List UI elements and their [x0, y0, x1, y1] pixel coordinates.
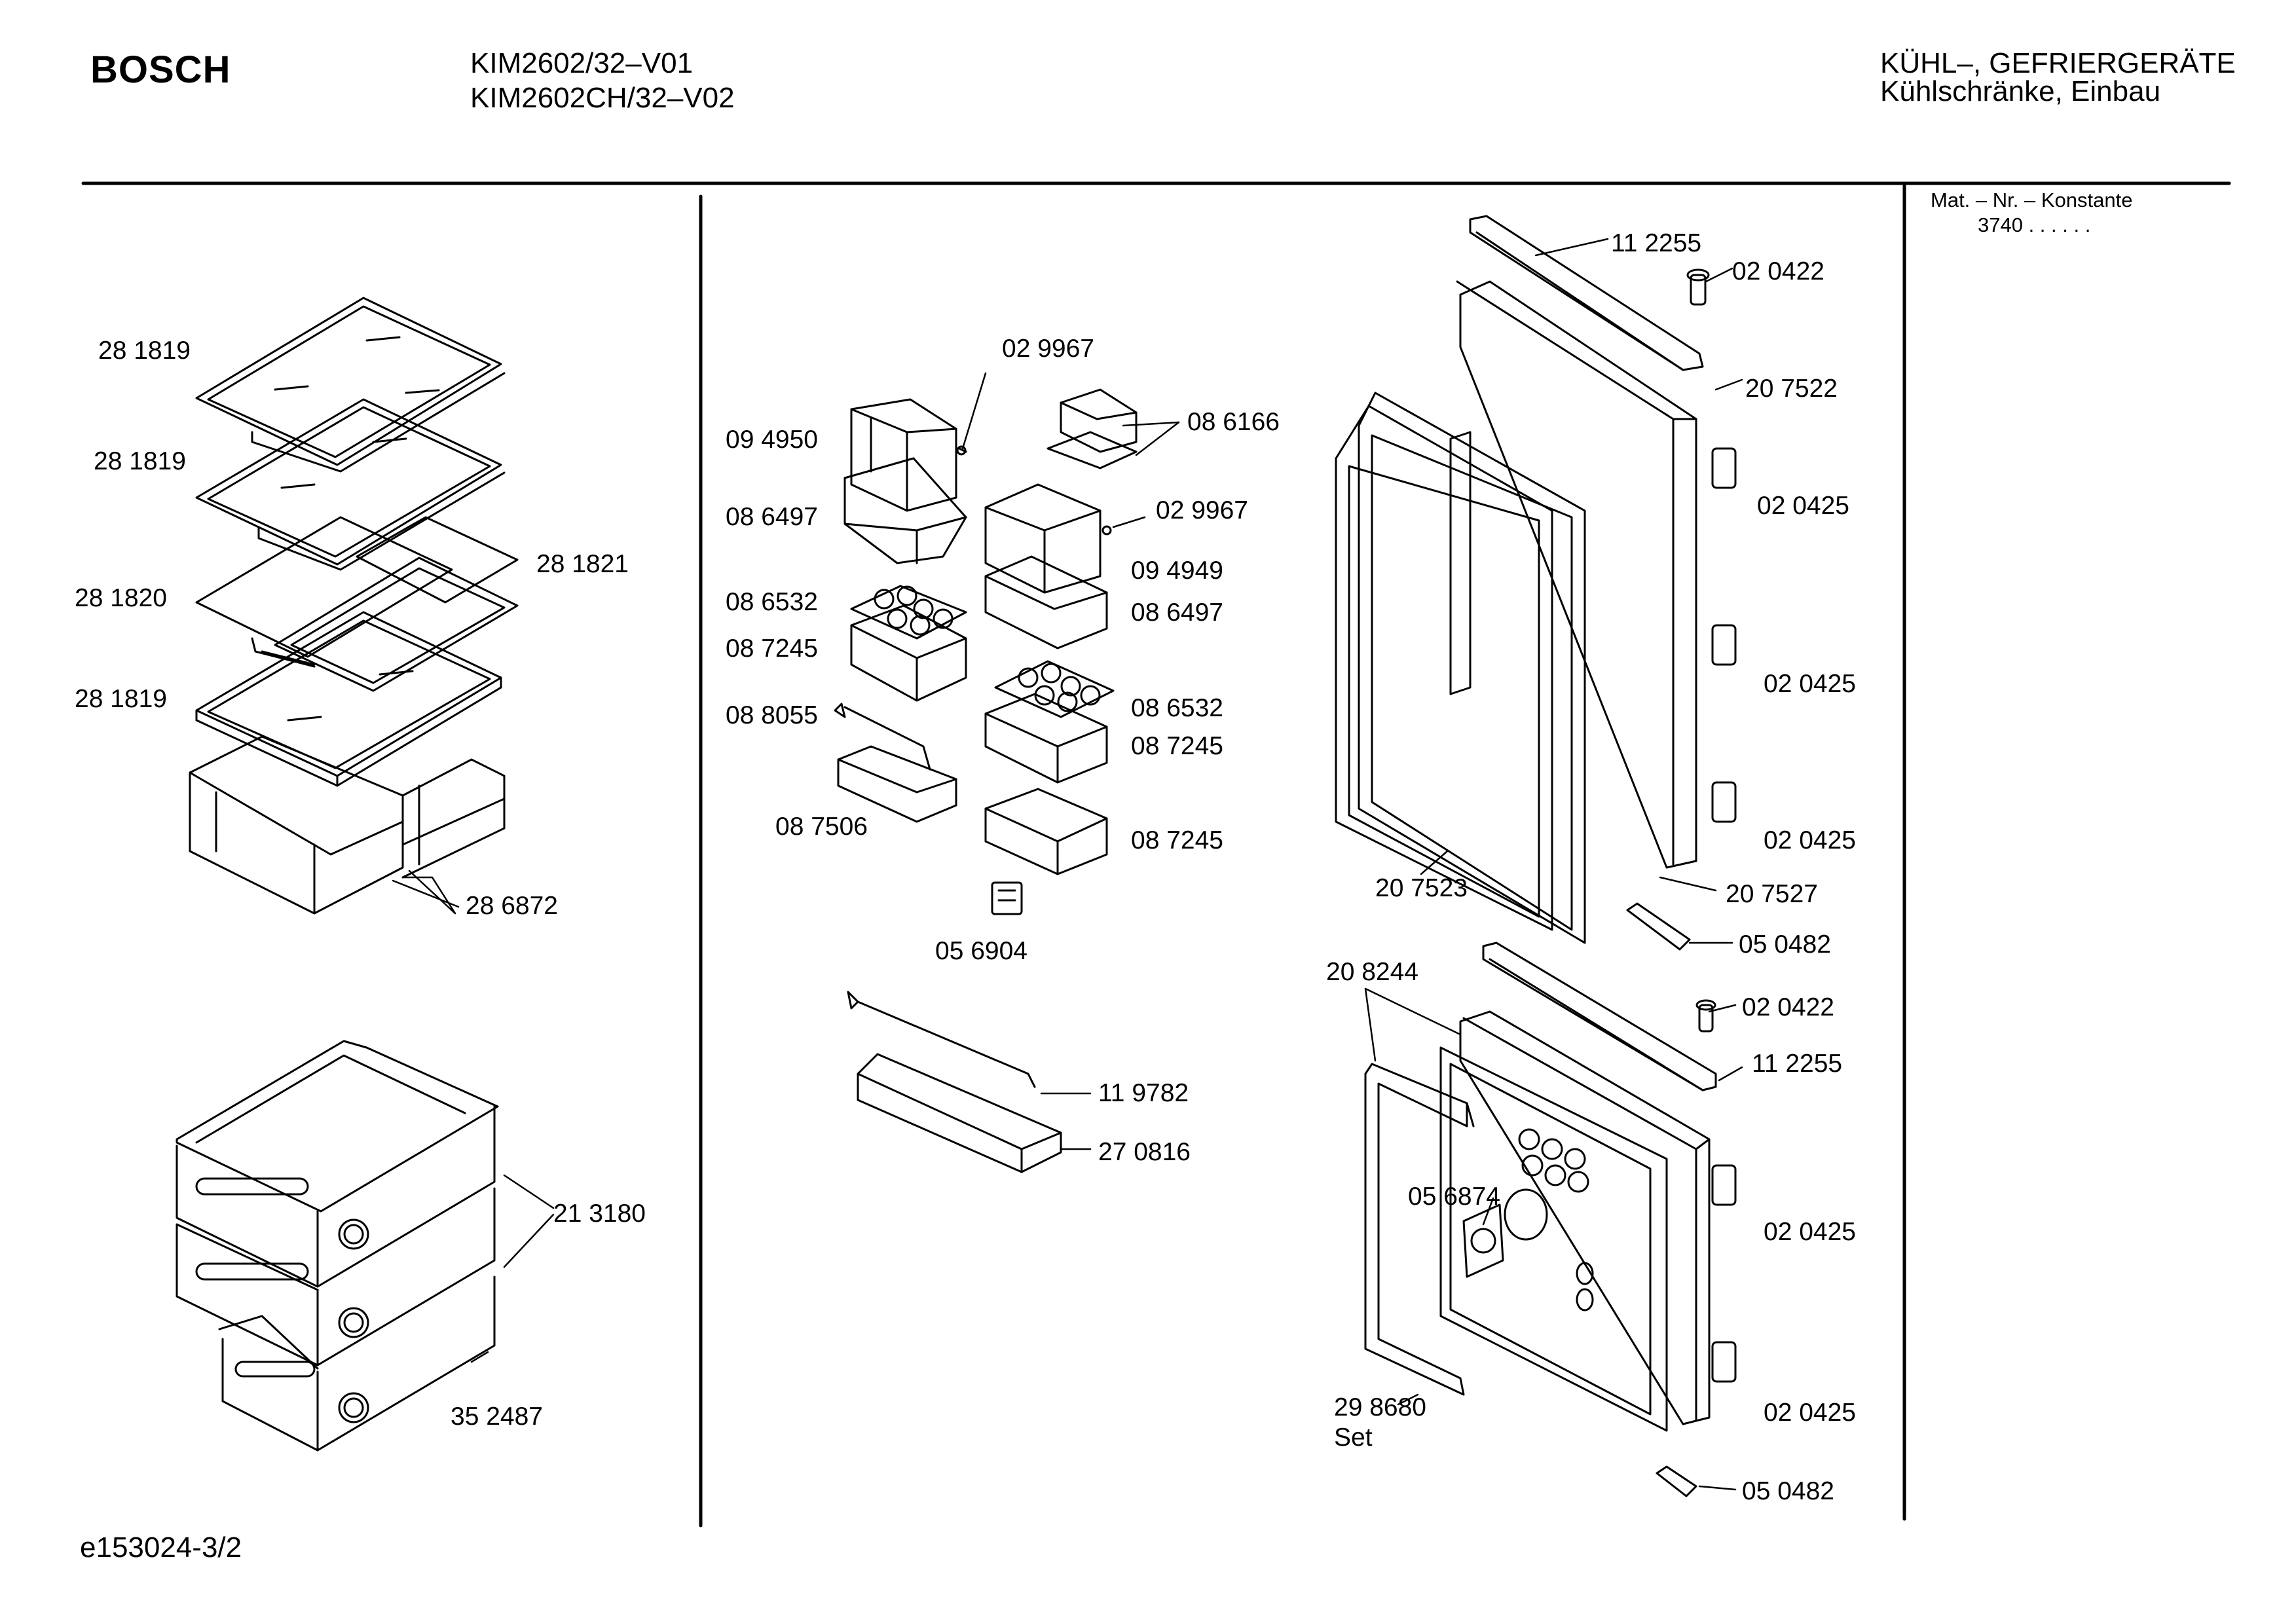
label-egg-right: 08 6532 — [1131, 694, 1223, 722]
label-clip-bottom: 05 0482 — [1742, 1477, 1834, 1505]
label-butter-lid: 08 6166 — [1187, 408, 1280, 436]
label-shelf-frame: 28 1821 — [536, 550, 629, 578]
label-gasket-set: 29 8680 — [1334, 1393, 1426, 1421]
label-pin-left: 08 8055 — [726, 701, 818, 729]
label-cup-lower: 08 7245 — [1131, 826, 1223, 854]
crisper-boxes — [189, 735, 506, 915]
label-shelf-3: 28 1820 — [75, 584, 167, 612]
label-shelf-4: 28 1819 — [75, 685, 167, 713]
material-number-value: 3740 . . . . . . — [1978, 213, 2091, 236]
label-clip-top: 05 0482 — [1739, 930, 1831, 959]
frame-lines — [81, 181, 2231, 1528]
label-cup-left: 08 7245 — [726, 634, 818, 663]
label-hinge-4: 02 0425 — [1764, 1218, 1856, 1246]
shelf-leaders — [392, 870, 460, 915]
glass-shelf-4 — [195, 611, 502, 787]
label-pin-mid: 02 9967 — [1156, 496, 1248, 524]
label-hinge-5: 02 0425 — [1764, 1399, 1856, 1427]
label-gasket-set-note: Set — [1334, 1423, 1373, 1452]
label-top-screw: 02 0422 — [1732, 257, 1824, 285]
label-bottle-shelf: 27 0816 — [1098, 1138, 1191, 1166]
door-bins — [834, 372, 1180, 1173]
label-freezer-set: 20 8244 — [1326, 958, 1418, 986]
label-gasket: 20 7527 — [1726, 880, 1818, 908]
label-door-outer: 20 7522 — [1745, 375, 1838, 403]
document-id: e153024-3/2 — [80, 1531, 242, 1564]
label-clip: 05 6904 — [935, 937, 1028, 965]
brand-logo-text: BOSCH — [90, 48, 231, 91]
label-hinge-2: 02 0425 — [1764, 670, 1856, 698]
label-hinge-1: 02 0425 — [1757, 492, 1849, 520]
label-drawer-bottom: 35 2487 — [451, 1402, 543, 1431]
glass-shelf-2 — [195, 398, 506, 571]
category-line-2: Kühlschränke, Einbau — [1880, 75, 2161, 107]
label-lower-rail: 11 2255 — [1752, 1050, 1843, 1078]
label-shelf-1: 28 1819 — [98, 337, 191, 365]
label-cup-right: 08 7245 — [1131, 732, 1223, 760]
label-crisper: 28 6872 — [466, 892, 558, 920]
model-line-2: KIM2602CH/32–V02 — [470, 82, 735, 114]
drawer-stack — [176, 1040, 555, 1452]
lower-door-assembly — [1364, 942, 1743, 1497]
label-top-rail: 11 2255 — [1611, 229, 1702, 257]
label-drawers: 21 3180 — [553, 1200, 646, 1228]
material-number-title: Mat. – Nr. – Konstante — [1931, 189, 2133, 211]
label-bottle-bar: 11 9782 — [1098, 1079, 1189, 1107]
glass-shelves — [189, 297, 519, 915]
label-cup-small: 08 7506 — [775, 813, 868, 841]
label-knob: 05 6874 — [1408, 1182, 1500, 1211]
label-door-liner: 20 7523 — [1375, 874, 1468, 902]
glass-shelf-3-split — [195, 516, 519, 692]
label-hinge-3: 02 0425 — [1764, 826, 1856, 854]
label-pin-top: 02 9967 — [1002, 335, 1094, 363]
label-shelf-2: 28 1819 — [94, 447, 186, 475]
label-box-right: 09 4949 — [1131, 557, 1223, 585]
label-tray-left: 08 6497 — [726, 503, 818, 531]
label-tray-right: 08 6497 — [1131, 598, 1223, 627]
category-line-1: KÜHL–, GEFRIERGERÄTE — [1880, 47, 2236, 79]
label-egg-left: 08 6532 — [726, 588, 818, 616]
upper-door-assembly — [1335, 215, 1743, 951]
label-lower-screw: 02 0422 — [1742, 993, 1834, 1021]
label-box-left: 09 4950 — [726, 426, 818, 454]
model-line-1: KIM2602/32–V01 — [470, 47, 694, 79]
